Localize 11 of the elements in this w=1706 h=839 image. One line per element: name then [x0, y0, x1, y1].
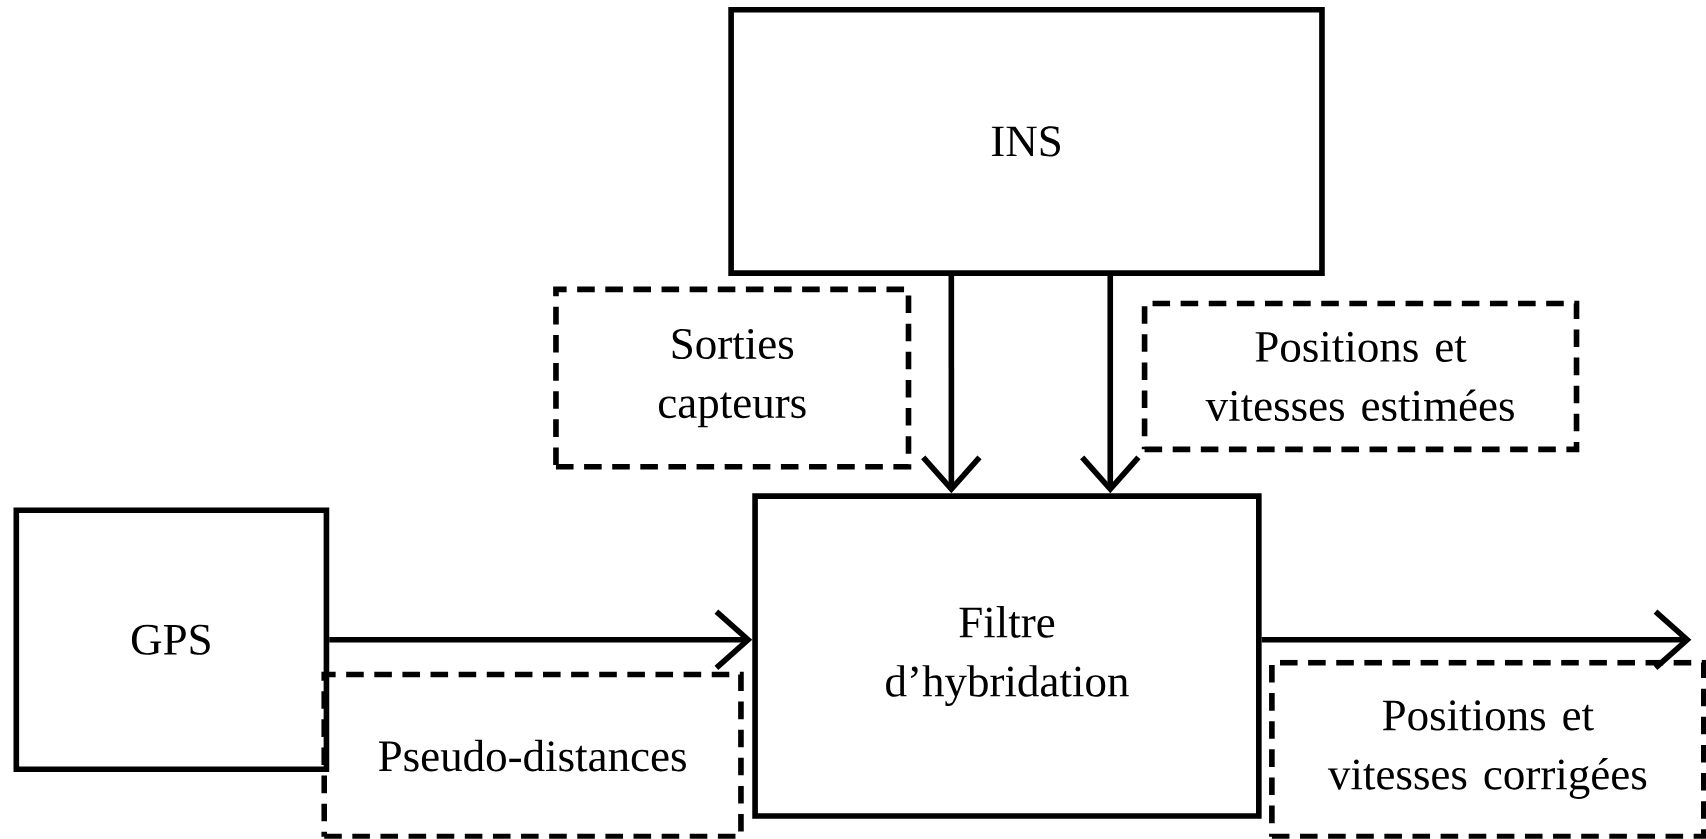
arrow [329, 609, 753, 671]
process-box: GPS [13, 507, 330, 773]
label-box: Pseudo-distances [321, 671, 744, 839]
label-box: Positions et vitesses estimées [1141, 300, 1580, 453]
process-box: Filtre d’hybridation [752, 493, 1262, 819]
process-box: INS [728, 7, 1325, 276]
label-box: Sorties capteurs [553, 286, 912, 470]
arrow [1080, 276, 1141, 494]
label-box: Positions et vitesses corrigées [1269, 659, 1706, 839]
arrow [921, 276, 982, 494]
arrow [1261, 609, 1692, 671]
